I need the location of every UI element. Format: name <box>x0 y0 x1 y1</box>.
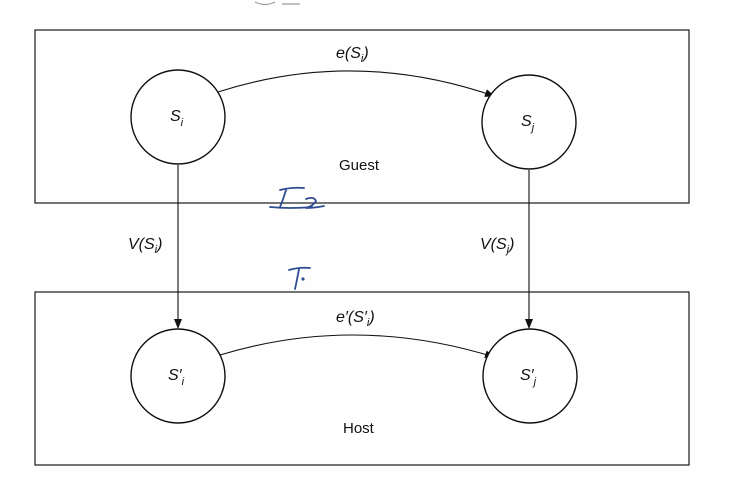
host-state-i: S′i <box>130 328 226 424</box>
host-transition-arrow <box>219 334 495 359</box>
guest-transition-label: e(Si) <box>336 45 369 65</box>
guest-box-label: Guest <box>339 157 380 174</box>
guest-box <box>34 29 690 204</box>
host-state-i-label: S′i <box>168 367 185 388</box>
cropped-scribble <box>254 1 300 6</box>
handwritten-annotation-upper <box>269 186 325 209</box>
host-box <box>34 291 690 466</box>
host-state-j-label: S′j <box>520 367 537 388</box>
guest-state-i: Si <box>130 69 226 165</box>
guest-state-j-label: Sj <box>521 113 535 134</box>
guest-state-i-label: Si <box>170 108 184 129</box>
guest-state-j: Sj <box>481 74 577 170</box>
guest-transition-arrow <box>217 70 495 97</box>
handwritten-annotation-lower <box>288 266 311 290</box>
host-state-j: S′j <box>482 328 578 424</box>
mapping-label-right: V(Sj) <box>480 236 514 256</box>
host-transition-label: e′(S′i) <box>336 309 375 329</box>
mapping-label-left: V(Si) <box>128 236 162 256</box>
host-box-label: Host <box>343 420 375 437</box>
